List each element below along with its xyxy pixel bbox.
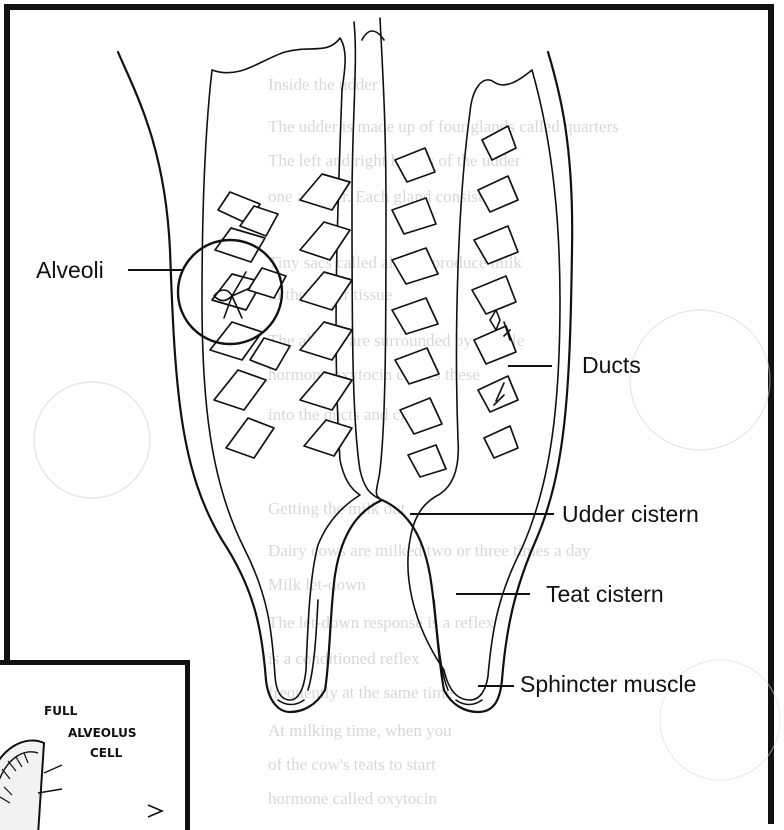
label-teat-cistern: Teat cistern: [546, 581, 664, 607]
svg-text:of the cow's teats to start: of the cow's teats to start: [268, 755, 436, 774]
svg-text:hormone called oxytocin: hormone called oxytocin: [268, 789, 438, 808]
arrow-icon: [148, 805, 162, 817]
svg-text:Inside the udder: Inside the udder: [268, 75, 378, 94]
inset-label-cell: CELL: [90, 746, 123, 760]
label-udder-cistern: Udder cistern: [562, 501, 699, 527]
inset-label-full: FULL: [44, 704, 78, 718]
svg-text:The let-down response is a ref: The let-down response is a reflex: [268, 613, 495, 632]
right-quarter-alveoli: [392, 126, 518, 477]
inset-label-alveolus: ALVEOLUS: [68, 726, 137, 740]
svg-text:At milking time, when you: At milking time, when you: [268, 721, 452, 740]
svg-text:hormone oxytocin causes these: hormone oxytocin causes these: [268, 365, 480, 384]
alveolus-inset-drawing: FULL ALVEOLUS CELL: [0, 665, 190, 830]
label-ducts: Ducts: [582, 352, 641, 378]
label-alveoli: Alveoli: [36, 257, 104, 283]
svg-text:one another. Each gland consis: one another. Each gland consists: [268, 187, 489, 206]
alveolus-cell-drawing: [0, 740, 62, 830]
label-sphincter-muscle: Sphincter muscle: [520, 671, 696, 697]
svg-text:is a conditioned reflex: is a conditioned reflex: [268, 649, 420, 668]
svg-text:Milk let-down: Milk let-down: [268, 575, 366, 594]
alveolus-inset: FULL ALVEOLUS CELL: [0, 660, 190, 830]
